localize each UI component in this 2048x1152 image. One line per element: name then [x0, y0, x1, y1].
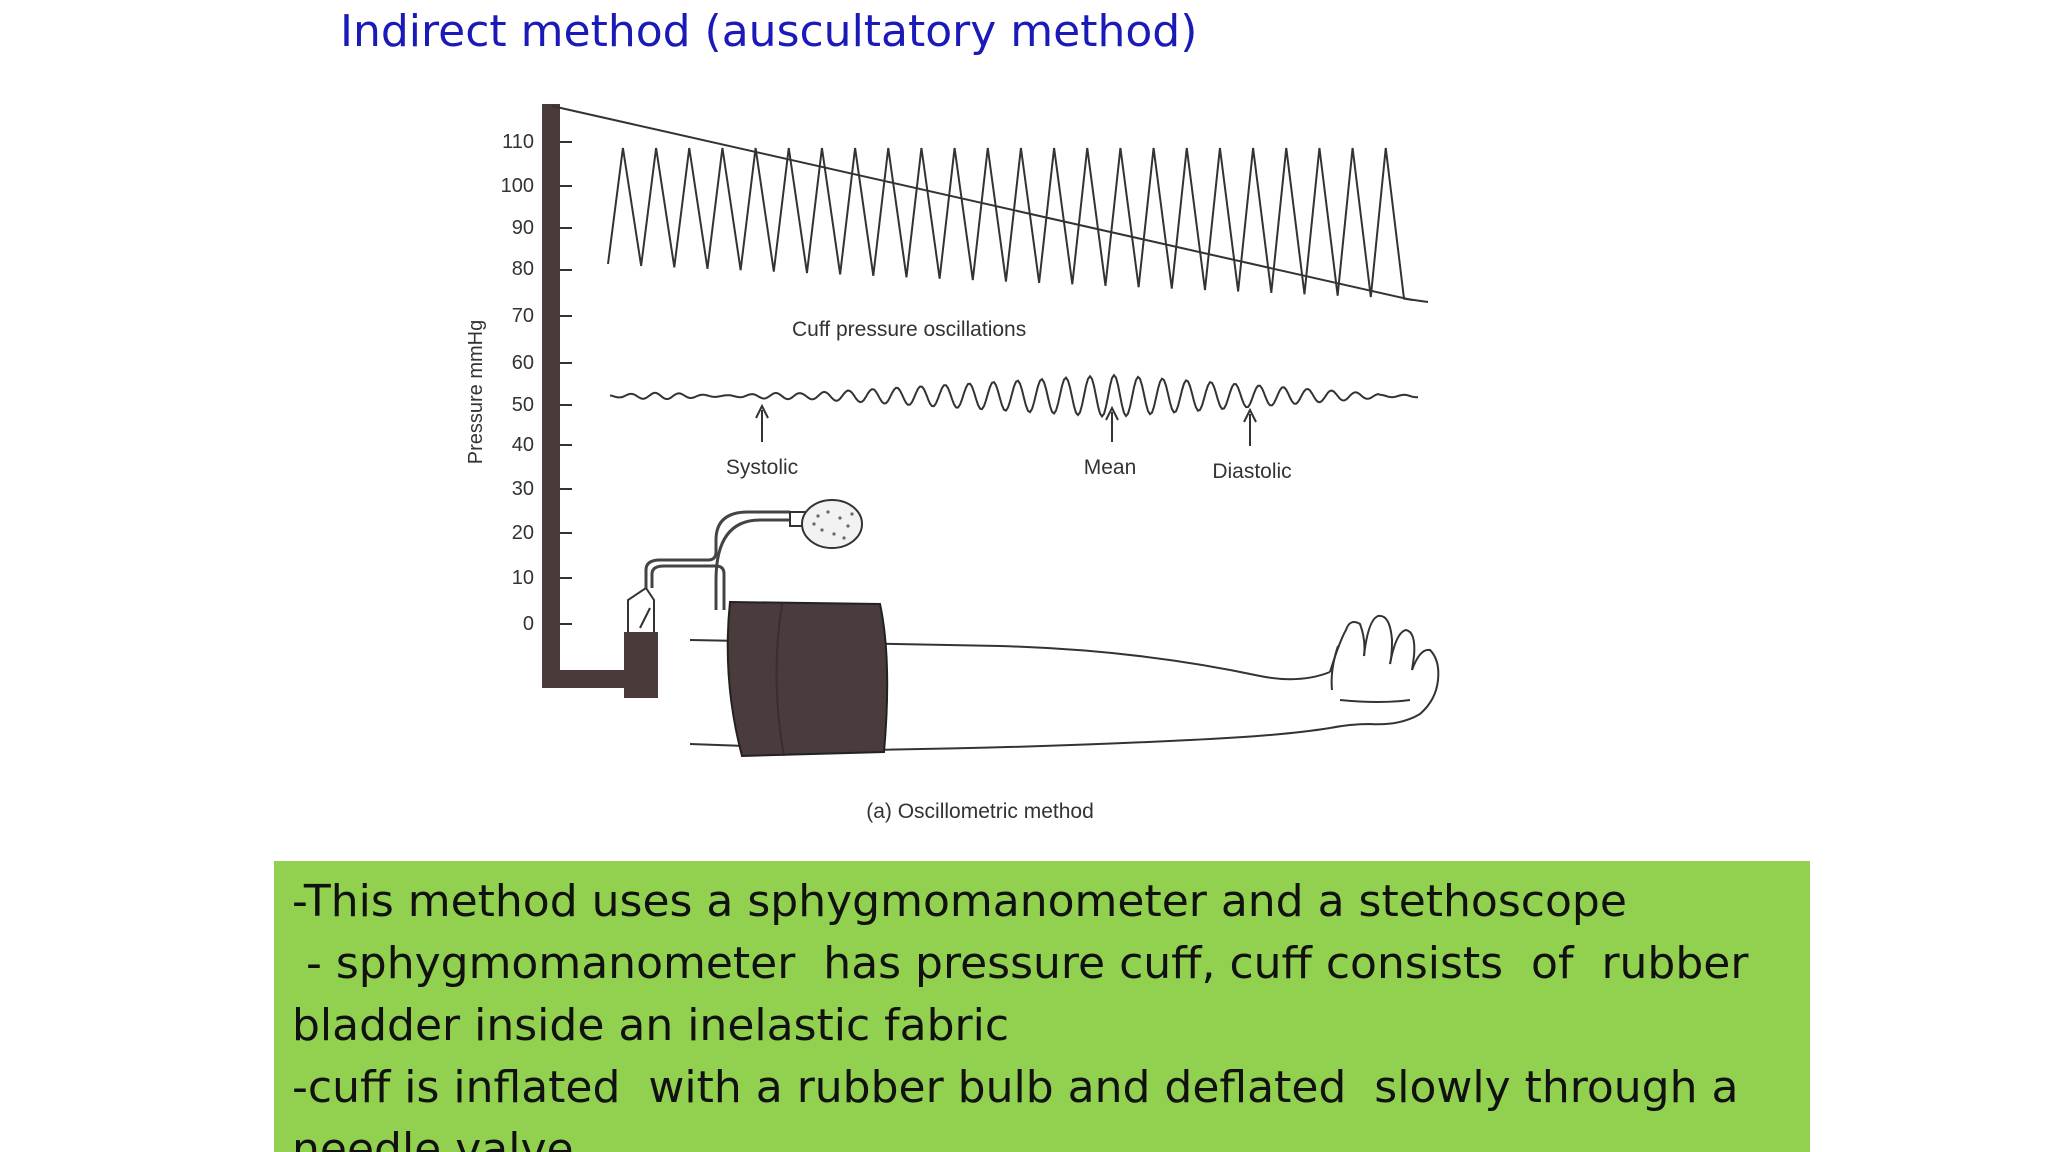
- y-axis-tick-labels: 110 100 90 80 70 60 50 40 30 20 10 0: [501, 131, 534, 635]
- y-axis-label: Pressure mmHg: [465, 320, 487, 464]
- y-axis-ticks: [560, 141, 572, 625]
- y-tick-60: 60: [512, 352, 534, 374]
- arm-illustration: [689, 614, 1440, 752]
- slide-title: Indirect method (auscultatory method): [340, 6, 1198, 57]
- pulse-sawtooth: [607, 147, 1429, 303]
- notes-line-5: needle valve: [292, 1124, 574, 1152]
- y-tick-40: 40: [512, 434, 534, 456]
- mean-label: Mean: [1084, 456, 1137, 479]
- y-tick-30: 30: [512, 478, 534, 500]
- y-tick-50: 50: [512, 394, 534, 416]
- y-tick-10: 10: [512, 567, 534, 589]
- y-tick-0: 0: [523, 613, 534, 635]
- oscillometric-diagram: 110 100 90 80 70 60 50 40 30 20 10 0 Pre…: [465, 104, 1440, 823]
- systolic-marker: Systolic: [726, 403, 798, 479]
- pressure-cuff: [726, 600, 889, 758]
- y-tick-80: 80: [512, 258, 534, 280]
- figure-caption: (a) Oscillometric method: [866, 800, 1094, 823]
- systolic-label: Systolic: [726, 456, 798, 479]
- manometer-column: [542, 104, 794, 698]
- notes-line-1: -This method uses a sphygmomanometer and…: [292, 876, 1627, 927]
- notes-line-2: - sphygmomanometer has pressure cuff, cu…: [292, 938, 1749, 989]
- diastolic-label: Diastolic: [1212, 460, 1291, 483]
- diastolic-marker: Diastolic: [1212, 407, 1292, 483]
- oscillation-trace: [609, 373, 1419, 419]
- notes-box: -This method uses a sphygmomanometer and…: [274, 861, 1810, 1152]
- notes-line-3: bladder inside an inelastic fabric: [292, 1000, 1010, 1051]
- y-tick-20: 20: [512, 522, 534, 544]
- inflation-bulb: [789, 499, 863, 549]
- y-tick-100: 100: [501, 175, 534, 197]
- y-tick-90: 90: [512, 217, 534, 239]
- trace-label: Cuff pressure oscillations: [792, 318, 1026, 341]
- y-tick-70: 70: [512, 305, 534, 327]
- y-tick-110: 110: [502, 131, 534, 153]
- mean-marker: Mean: [1084, 405, 1137, 479]
- notes-line-4: -cuff is inflated with a rubber bulb and…: [292, 1062, 1739, 1113]
